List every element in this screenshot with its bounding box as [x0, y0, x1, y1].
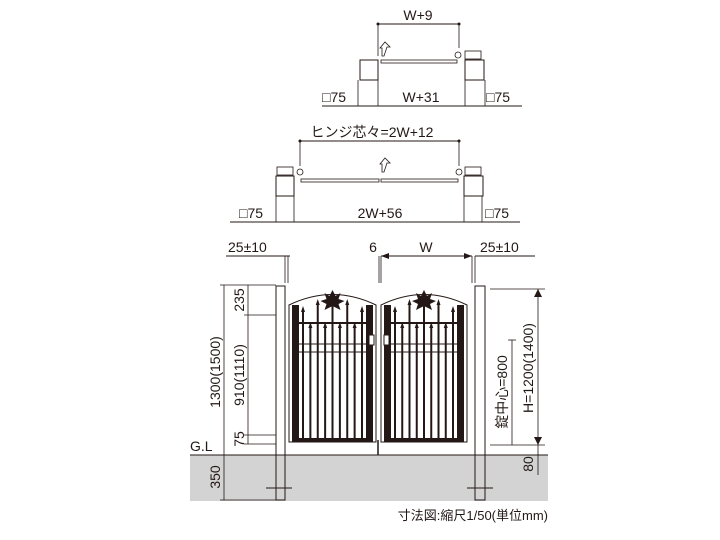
- post-height-label: 1300(1500): [207, 336, 223, 408]
- gap-right-label: 25±10: [480, 239, 519, 255]
- picket-spear-icon: [352, 322, 357, 328]
- double-gate-plan: ヒンジ芯々=2W+12 □75 2W+56 □75: [230, 124, 520, 223]
- left-post: [275, 285, 286, 501]
- picket-spear-icon: [323, 322, 328, 328]
- ground: [190, 455, 548, 501]
- caption: 寸法図:縮尺1/50(単位mm): [398, 508, 548, 523]
- post-left-size: □75: [239, 205, 263, 221]
- picket-spear-icon: [436, 299, 441, 305]
- gate-elevation: 25±10 6 W 25±10 1300(1500) 235 910(1110)…: [190, 239, 548, 501]
- gate-bottom-rail: [384, 438, 464, 442]
- gap-left-label: 25±10: [228, 239, 267, 255]
- picket-spear-icon: [407, 299, 412, 305]
- clearance-label: 80: [520, 456, 536, 472]
- height-label: H=1200(1400): [520, 323, 536, 413]
- picket-spear-icon: [360, 306, 364, 312]
- post-left-size: □75: [322, 89, 346, 105]
- width-label: W: [419, 239, 433, 255]
- overall-dim-label: 2W+56: [358, 205, 403, 221]
- picket-spear-icon: [443, 322, 448, 328]
- picket-spear-icon: [301, 306, 305, 312]
- fleur-de-lis-icon: [412, 290, 436, 310]
- single-gate-plan: W+9 □75 W+31 □75: [322, 7, 522, 107]
- picket-spear-icon: [451, 306, 455, 312]
- picket-spear-icon: [337, 322, 342, 328]
- picket-spear-icon: [400, 322, 405, 328]
- picket-spear-icon: [308, 322, 313, 328]
- right-post: [474, 285, 486, 501]
- ground-level-label: G.L: [190, 438, 213, 454]
- gate-leaf: [380, 59, 458, 64]
- opening-dim-label: W+9: [403, 7, 432, 23]
- right-post: [464, 59, 485, 81]
- overall-dim-label: W+31: [403, 89, 440, 105]
- picket-spear-icon: [345, 299, 350, 305]
- left-post: [359, 59, 379, 81]
- fleur-de-lis-icon: [320, 290, 345, 310]
- lock-center-label: 錠中心=800: [494, 355, 510, 429]
- hinge-center-label: ヒンジ芯々=2W+12: [311, 124, 434, 140]
- embed-depth-label: 350: [207, 465, 223, 489]
- picket-spear-icon: [414, 322, 419, 328]
- post-right-size: □75: [486, 89, 510, 105]
- swing-arrow-icon: [379, 41, 391, 57]
- picket-spear-icon: [429, 322, 434, 328]
- gap-center-label: 6: [369, 239, 377, 255]
- mid-dim-label: 910(1110): [231, 344, 247, 406]
- gate-leaves: [288, 290, 468, 455]
- swing-arrow-icon: [379, 157, 391, 173]
- picket-spear-icon: [393, 306, 397, 312]
- lock-handle: [383, 334, 390, 346]
- top-dim-label: 235: [231, 288, 247, 312]
- post-right-size: □75: [485, 205, 509, 221]
- gate-bottom-rail: [292, 438, 373, 442]
- bottom-dim-label: 75: [231, 431, 247, 447]
- picket-spear-icon: [315, 299, 320, 305]
- lock-handle: [368, 334, 375, 346]
